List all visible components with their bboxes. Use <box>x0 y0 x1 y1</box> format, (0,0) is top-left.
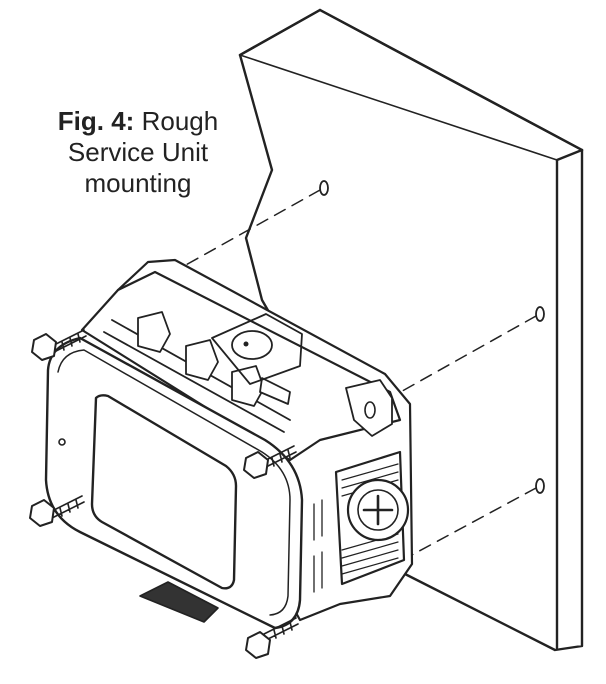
front-pilot-hole <box>58 438 66 446</box>
side-mount-hole <box>364 401 376 419</box>
front-ribs <box>313 499 323 593</box>
cross-knob-icon <box>346 478 410 542</box>
hinge-pin <box>259 377 291 405</box>
top-plate-dot <box>243 341 249 347</box>
enclosure-unit <box>44 258 414 630</box>
hex-screw-icon <box>31 329 87 361</box>
top-plate-circle <box>231 330 273 360</box>
alignment-line-middle <box>371 315 537 409</box>
screw-thread <box>263 617 299 641</box>
wall-panel-side-edge <box>555 148 584 650</box>
wall-hole-middle <box>535 306 545 322</box>
knob-cross <box>362 494 394 526</box>
caption-line-3: mounting <box>84 168 192 198</box>
wall-panel-top-edge <box>238 8 584 152</box>
wall-panel-inner-edge <box>239 54 558 161</box>
enclosure-front-rim <box>57 349 291 616</box>
side-vent-line <box>341 463 399 481</box>
side-mount-ear <box>345 379 393 437</box>
hinge-knuckle-2 <box>185 339 219 381</box>
hinge-knuckles <box>137 311 291 407</box>
side-vent-line <box>341 549 399 567</box>
wall-hole-top <box>319 180 329 196</box>
hinge-knuckle-3 <box>231 365 265 407</box>
caption-line-2: Service Unit <box>67 137 209 167</box>
front-window <box>90 394 238 590</box>
side-vent-line <box>341 557 399 575</box>
hex-screw-icon <box>29 495 85 527</box>
hex-screw-icon <box>245 617 299 659</box>
top-plate <box>211 313 303 385</box>
wall-holes <box>319 180 545 494</box>
side-vent-line <box>341 541 399 559</box>
knob-inner <box>357 489 399 531</box>
wall-hole-bottom <box>535 478 545 494</box>
caption-line-1: Fig. 4: Rough <box>28 106 248 137</box>
screw-thread <box>261 445 297 469</box>
alignment-line-bottom <box>409 487 537 557</box>
figure-caption: Fig. 4: Rough Service Unit mounting <box>28 106 248 199</box>
caption-text-1: Rough <box>141 106 219 136</box>
screw-thread <box>49 495 85 519</box>
figure-label: Fig. 4: <box>57 106 135 136</box>
screw-head <box>31 333 57 361</box>
bottom-strap <box>139 581 219 623</box>
mounting-screws <box>29 329 299 659</box>
hinge-knuckle-1 <box>137 311 171 353</box>
screw-head <box>29 499 55 527</box>
screw-head <box>245 631 271 659</box>
screw-thread <box>51 329 87 353</box>
screw-head <box>243 451 269 479</box>
hex-screw-icon <box>243 445 297 479</box>
